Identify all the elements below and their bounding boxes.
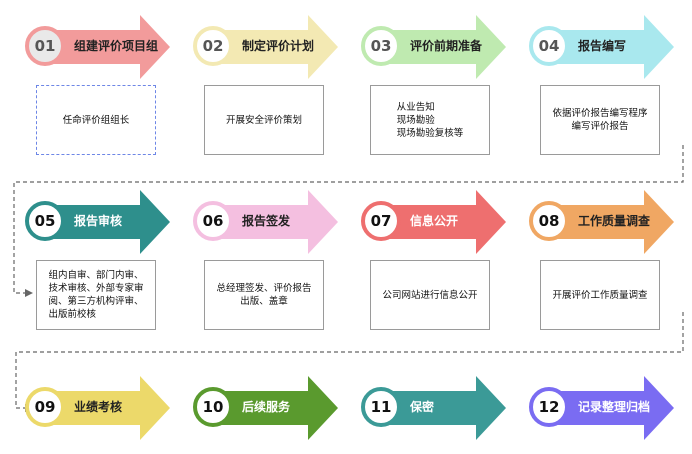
step-07: 07 信息公开 xyxy=(358,188,508,256)
step-arrow-shape xyxy=(44,15,170,79)
step-label: 报告签发 xyxy=(242,214,291,228)
step-01: 01 组建评价项目组 xyxy=(22,13,172,81)
step-arrow-body xyxy=(212,190,338,254)
step-label: 业绩考核 xyxy=(74,400,123,414)
step-arrow-shape xyxy=(212,376,338,440)
step-number-circle: 01 xyxy=(25,26,65,66)
step-label: 后续服务 xyxy=(242,400,291,414)
step-08-description: 开展评价工作质量调查 xyxy=(552,289,648,301)
step-04-description-box: 依据评价报告编写程序 编写评价报告 xyxy=(540,85,660,155)
step-arrow-body xyxy=(212,15,338,79)
step-number-circle: 08 xyxy=(529,201,569,241)
step-12: 12 记录整理归档 xyxy=(526,374,676,442)
step-07-description: 公司网站进行信息公开 xyxy=(382,289,478,301)
step-04-description: 依据评价报告编写程序 编写评价报告 xyxy=(552,108,648,132)
step-11: 11 保密 xyxy=(358,374,508,442)
step-arrow-body xyxy=(44,376,170,440)
step-arrow-shape xyxy=(380,190,506,254)
step-label: 组建评价项目组 xyxy=(74,39,159,53)
step-arrow-shape xyxy=(548,15,674,79)
step-label: 制定评价计划 xyxy=(242,39,315,53)
step-08-description-box: 开展评价工作质量调查 xyxy=(540,260,660,330)
step-arrow-shape xyxy=(44,190,170,254)
step-10: 10 后续服务 xyxy=(190,374,340,442)
step-arrow-shape xyxy=(548,376,674,440)
step-arrow-body xyxy=(44,190,170,254)
step-05: 05 报告审核 xyxy=(22,188,172,256)
step-number-circle: 06 xyxy=(193,201,233,241)
step-number-circle: 02 xyxy=(193,26,233,66)
step-label: 报告编写 xyxy=(578,39,627,53)
step-arrow-shape xyxy=(548,190,674,254)
step-arrow-body xyxy=(380,15,506,79)
step-arrow-body xyxy=(548,376,674,440)
step-label: 工作质量调查 xyxy=(578,214,651,228)
connector-arrowhead xyxy=(25,289,33,297)
step-arrow-shape xyxy=(212,15,338,79)
step-09: 09 业绩考核 xyxy=(22,374,172,442)
step-03: 03 评价前期准备 xyxy=(358,13,508,81)
step-02-description-box: 开展安全评价策划 xyxy=(204,85,324,155)
step-number-circle: 11 xyxy=(361,387,401,427)
step-01-description: 任命评价组组长 xyxy=(62,114,130,126)
step-06-description-box: 总经理签发、评价报告 出版、盖章 xyxy=(204,260,324,330)
step-06-description: 总经理签发、评价报告 出版、盖章 xyxy=(216,283,312,307)
step-number-circle: 05 xyxy=(25,201,65,241)
step-label: 评价前期准备 xyxy=(410,39,483,53)
step-label: 信息公开 xyxy=(410,214,459,228)
step-label: 保密 xyxy=(410,400,435,414)
step-number-circle: 12 xyxy=(529,387,569,427)
step-arrow-shape xyxy=(44,376,170,440)
step-02-description: 开展安全评价策划 xyxy=(225,114,302,126)
step-arrow-body xyxy=(380,376,506,440)
step-label: 报告审核 xyxy=(74,214,123,228)
step-arrow-body xyxy=(548,15,674,79)
step-arrow-shape xyxy=(212,190,338,254)
step-arrow-shape xyxy=(380,376,506,440)
step-label: 记录整理归档 xyxy=(578,400,651,414)
step-05-description-box: 组内自审、部门内审、 技术审核、外部专家审 阅、第三方机构评审、 出版前校核 xyxy=(36,260,156,330)
step-number-circle: 03 xyxy=(361,26,401,66)
step-03-description: 从业告知 现场勘验 现场勘验复核等 xyxy=(396,101,464,139)
step-03-description-box: 从业告知 现场勘验 现场勘验复核等 xyxy=(370,85,490,155)
step-number-circle: 10 xyxy=(193,387,233,427)
step-arrow-body xyxy=(212,376,338,440)
step-05-description: 组内自审、部门内审、 技术审核、外部专家审 阅、第三方机构评审、 出版前校核 xyxy=(48,270,144,320)
step-arrow-shape xyxy=(380,15,506,79)
step-07-description-box: 公司网站进行信息公开 xyxy=(370,260,490,330)
step-04: 04 报告编写 xyxy=(526,13,676,81)
step-number-circle: 07 xyxy=(361,201,401,241)
step-01-description-box: 任命评价组组长 xyxy=(36,85,156,155)
step-arrow-body xyxy=(380,190,506,254)
step-08: 08 工作质量调查 xyxy=(526,188,676,256)
step-arrow-body xyxy=(548,190,674,254)
step-number-circle: 04 xyxy=(529,26,569,66)
step-02: 02 制定评价计划 xyxy=(190,13,340,81)
step-06: 06 报告签发 xyxy=(190,188,340,256)
step-arrow-body xyxy=(44,15,170,79)
step-number-circle: 09 xyxy=(25,387,65,427)
